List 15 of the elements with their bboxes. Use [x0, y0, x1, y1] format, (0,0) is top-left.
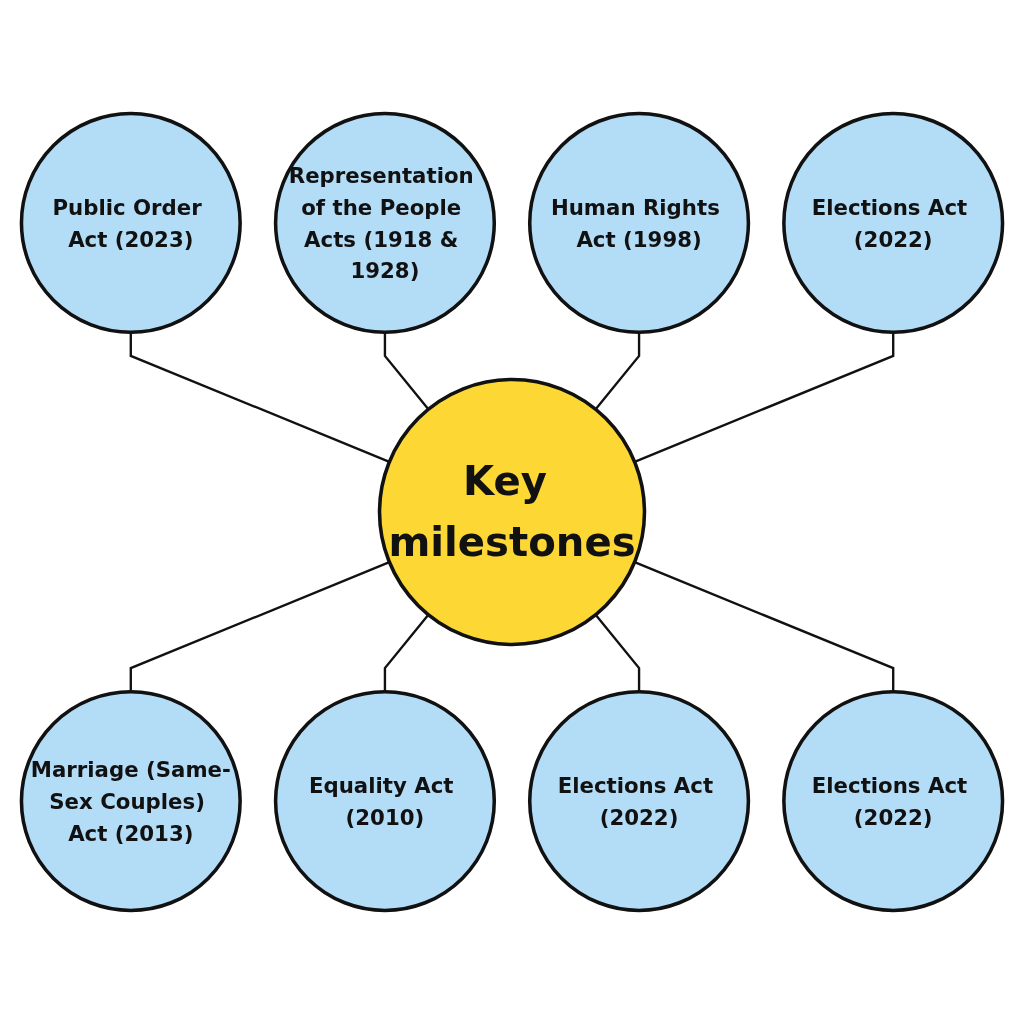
node-circle: Human Rights Act (1998)	[527, 111, 751, 334]
node-circle: Equality Act (2010)	[273, 690, 497, 913]
node-circle: Marriage (Same-Sex Couples) Act (2013)	[19, 690, 242, 913]
connector	[383, 614, 430, 692]
node-circle: Key milestones	[377, 377, 647, 647]
connector	[129, 561, 390, 692]
node-circle: Elections Act (2022)	[527, 690, 751, 913]
connector	[129, 332, 390, 463]
connector	[594, 614, 641, 692]
node-circle: Public Order Act (2023)	[19, 111, 242, 334]
connector	[383, 332, 430, 410]
node-circle: Elections Act (2022)	[782, 111, 1005, 334]
node-circle: Elections Act (2022)	[782, 690, 1005, 913]
connector	[594, 332, 641, 410]
node-circle: Representation of the People Acts (1918 & 1928)	[273, 111, 497, 334]
